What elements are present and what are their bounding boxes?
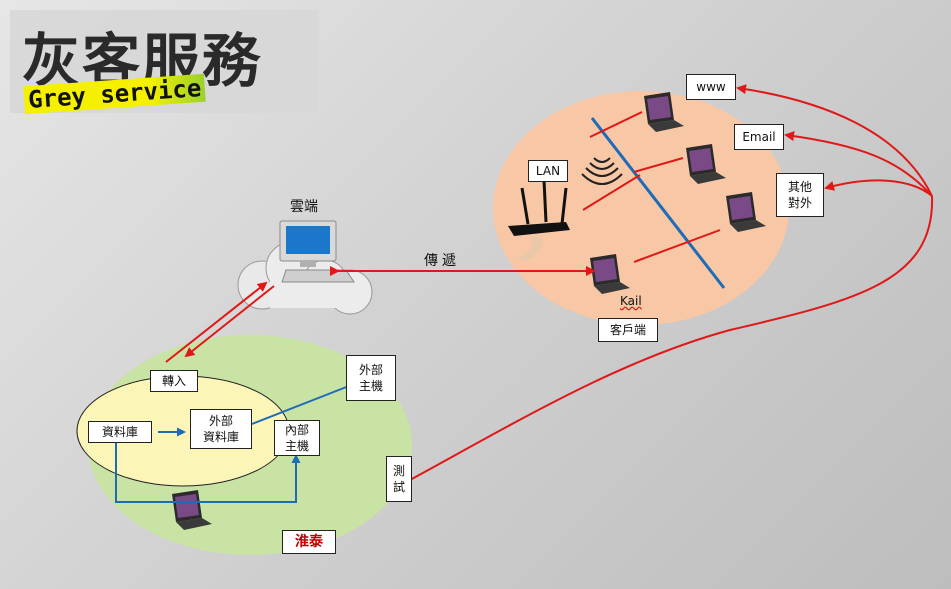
database-box: 資料庫	[88, 421, 152, 443]
email-arrow	[784, 131, 933, 197]
internal-host-box: 內部 主機	[274, 420, 320, 456]
router-icon	[508, 179, 570, 260]
external-host-box: 外部 主機	[346, 355, 396, 401]
client-box: 客戶端	[598, 318, 658, 342]
laptop2-link	[633, 157, 684, 173]
to-internal-host-arrow	[115, 440, 301, 503]
download-arrow	[184, 285, 275, 358]
www-arrow	[736, 84, 933, 197]
external-database-box: 外部 資料庫	[190, 409, 252, 449]
lan-link	[582, 174, 641, 211]
other-arrow	[824, 179, 933, 197]
laptop1-link	[589, 111, 643, 138]
company-box: 淮泰	[282, 530, 336, 554]
cloud-label: 雲端	[290, 199, 318, 215]
import-box: 轉入	[150, 370, 198, 392]
test-curve	[409, 195, 934, 481]
to-external-host-arrow	[251, 382, 356, 425]
lan-box: LAN	[528, 160, 568, 182]
email-box: Email	[734, 124, 784, 150]
network-backbone-line	[590, 117, 726, 289]
www-box: www	[686, 74, 736, 100]
cloud-server-icon	[237, 220, 373, 315]
test-box: 測 試	[386, 456, 412, 502]
kali-label: Kail	[620, 294, 642, 308]
laptop4-link	[633, 229, 721, 263]
upload-arrow	[165, 281, 268, 363]
transfer-label: 傳遞	[424, 253, 460, 269]
other-external-box: 其他 對外	[776, 173, 824, 217]
wifi-icon	[581, 157, 623, 185]
